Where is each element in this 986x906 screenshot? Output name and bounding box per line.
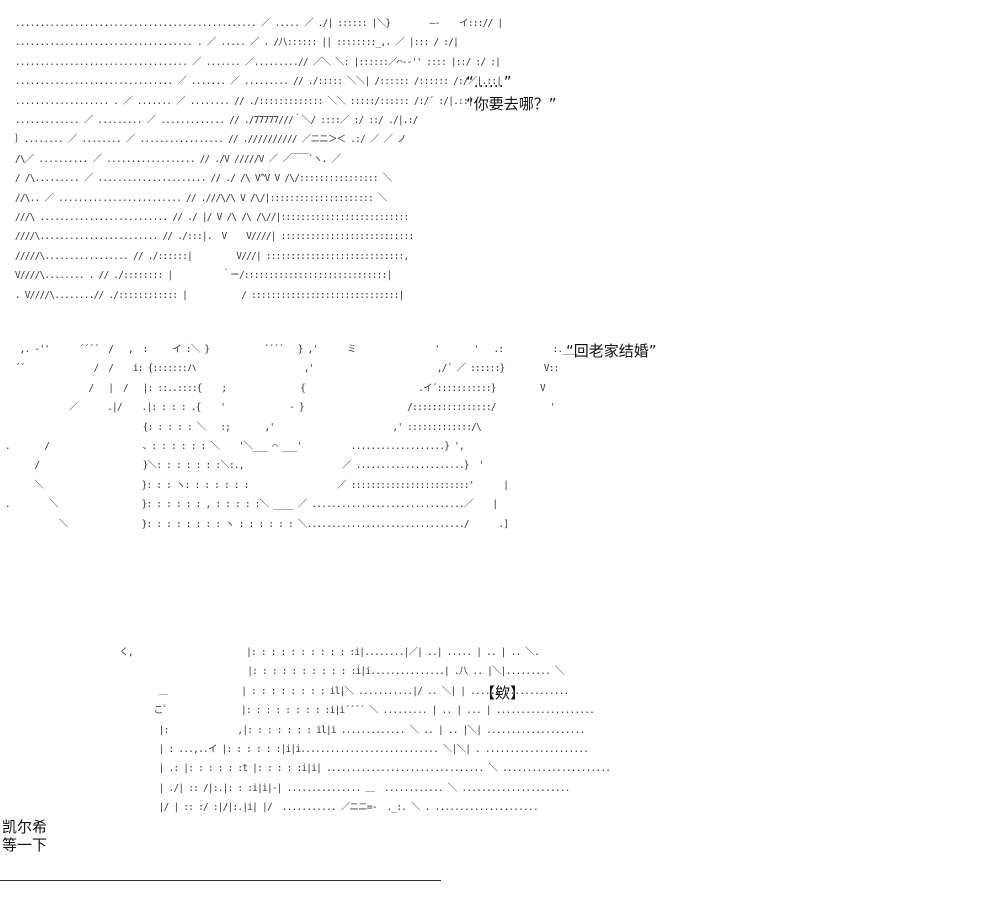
dialogue-go-home-marry: “回老家结婚” — [566, 342, 657, 360]
speaker-name: 凯尔希 — [2, 818, 48, 836]
ascii-art-panel-3: く, |: : : : : : : : : : :i|........|／| .… — [119, 647, 611, 814]
dialogue-where-going: “你要去哪？” — [466, 95, 557, 113]
speaker-line: 等一下 — [2, 836, 48, 854]
ascii-art-panel-2: ,. ‐'' ´´´´ / , : イ :＼ } ´´´´ } ,' ミ ' '… — [4, 344, 578, 530]
sound-effect: 【欸】 — [480, 684, 526, 702]
ascii-art-panel-1: ........................................… — [14, 18, 503, 301]
dialogue-ellipsis: “……” — [466, 73, 512, 91]
section-divider — [0, 880, 441, 881]
